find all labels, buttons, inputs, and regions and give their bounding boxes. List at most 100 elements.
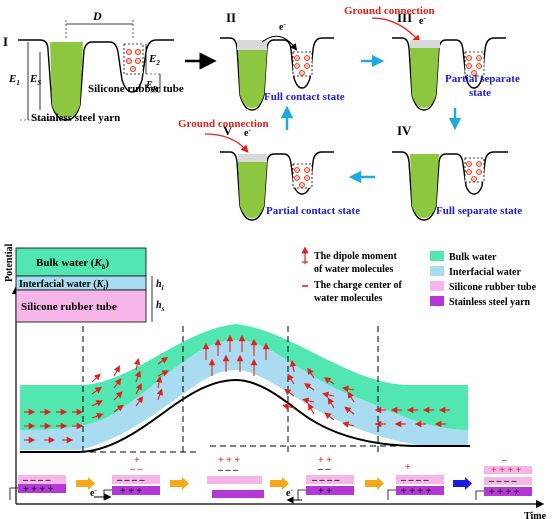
orange-arrow-3 bbox=[270, 480, 282, 487]
svg-text:+ +: + + bbox=[318, 455, 332, 466]
dipole-arrow bbox=[113, 378, 122, 389]
dipole-arrow bbox=[113, 404, 124, 413]
y-axis-label: Potential bbox=[4, 243, 15, 282]
panel-I-yarn-label: Stainless steel yarn bbox=[31, 112, 120, 124]
dipole-arrow bbox=[347, 391, 355, 403]
legend-interfacial: Interfacial water bbox=[449, 267, 521, 278]
legend-charge-1: The charge center of bbox=[314, 280, 403, 291]
svg-text:– – – –: – – – – bbox=[116, 475, 146, 486]
svg-text:–: – bbox=[501, 455, 508, 466]
svg-text:+: + bbox=[405, 462, 411, 473]
orange-arrow-1 bbox=[76, 480, 88, 487]
panel-V: V Ground connection e- Partial contact s… bbox=[178, 118, 360, 221]
dipole-arrow bbox=[289, 359, 297, 373]
panel-IV-roman: IV bbox=[397, 123, 412, 138]
panel-I: I D E1 ES bbox=[3, 9, 184, 124]
svg-text:– – –: – – – bbox=[217, 465, 239, 476]
panel-I-E1: E1 bbox=[8, 73, 20, 87]
dipole-arrow bbox=[113, 365, 120, 377]
stack-4: + + – – – – – – + + e- bbox=[286, 455, 354, 504]
dipole-arrow bbox=[303, 382, 315, 391]
dipole-arrow bbox=[287, 373, 295, 385]
legend-swatch-silicone bbox=[430, 281, 444, 291]
electron-left: e- bbox=[90, 486, 97, 499]
legend-swatch-steel bbox=[430, 296, 444, 306]
panel-III: III Ground connection e- Partial separat… bbox=[344, 5, 520, 111]
potential-curve bbox=[20, 378, 470, 453]
panel-V-roman: V bbox=[223, 123, 233, 138]
dipole-arrow bbox=[133, 357, 141, 371]
dipole-arrow bbox=[91, 412, 104, 420]
svg-text:+ + + +: + + + + bbox=[401, 486, 432, 497]
svg-text:– – – –: – – – – bbox=[400, 475, 430, 486]
panel-III-roman: III bbox=[397, 10, 412, 25]
dipole-arrow bbox=[91, 373, 101, 383]
dipole-arrow bbox=[321, 391, 335, 399]
svg-text:+ +: + + bbox=[318, 486, 332, 497]
stack-1: – – – – + + + + bbox=[9, 475, 66, 500]
svg-text:+ + + +: + + + + bbox=[23, 484, 54, 495]
panel-V-electron: e- bbox=[244, 126, 251, 139]
dipole-arrow bbox=[327, 397, 335, 409]
panel-I-roman: I bbox=[3, 34, 8, 49]
panel-I-D: D bbox=[92, 9, 102, 23]
dipole-arrow bbox=[307, 367, 315, 379]
panel-II: II e- Full contact state bbox=[220, 10, 345, 111]
dipole-arrow bbox=[113, 391, 123, 401]
legend-dipole-2: of water molecules bbox=[314, 264, 393, 275]
dipole-arrow bbox=[308, 403, 315, 415]
dipole-arrow bbox=[324, 412, 335, 421]
interfacial-water-band bbox=[20, 340, 468, 450]
dipole-arrows bbox=[24, 334, 450, 444]
panel-III-state-2: state bbox=[469, 87, 491, 99]
svg-text:– – – –: – – – – bbox=[311, 475, 341, 486]
svg-text:+ + + +: + + + + bbox=[491, 465, 522, 476]
layer-interfacial: Interfacial water (Ki) bbox=[19, 279, 109, 292]
panel-IV: IV Full separate state bbox=[392, 123, 522, 221]
dipole-arrow bbox=[282, 403, 295, 410]
svg-text:– – – –: – – – – bbox=[22, 475, 52, 486]
legend-swatch-bulk bbox=[430, 251, 444, 261]
panel-II-state: Full contact state bbox=[264, 91, 345, 103]
panel-II-roman: II bbox=[226, 10, 236, 25]
svg-text:+: + bbox=[134, 455, 140, 466]
panel-I-tube-label: Silicone rubber tube bbox=[88, 83, 184, 95]
legend-steel: Stainless steel yarn bbox=[449, 297, 531, 308]
layer-bulk: Bulk water (Kb) bbox=[36, 257, 109, 271]
bulk-water-band bbox=[20, 324, 468, 430]
layer-silicone: Silicone rubber tube bbox=[21, 301, 117, 313]
dipole-arrow bbox=[342, 421, 355, 428]
svg-text:– –: – – bbox=[129, 464, 144, 475]
legend-bulk: Bulk water bbox=[449, 252, 497, 263]
panel-I-profile bbox=[18, 39, 174, 121]
dipole-arrow bbox=[91, 386, 102, 395]
svg-text:+ + +: + + + bbox=[120, 486, 142, 497]
panel-III-ground: Ground connection bbox=[344, 5, 435, 17]
panel-I-Es: ES bbox=[29, 73, 41, 87]
svg-text:+ + +: + + + bbox=[218, 455, 240, 466]
dipole-arrow bbox=[323, 377, 335, 385]
legend-silicone: Silicone rubber tube bbox=[449, 282, 537, 293]
panel-I-yarn bbox=[50, 42, 83, 118]
bottom-potential-diagram: Potential Time Bulk water (Kb) Interfaci… bbox=[4, 243, 547, 519]
stack-6: – + + + + – – – – + + + + bbox=[475, 455, 532, 500]
dipole-arrow bbox=[135, 396, 144, 407]
electron-right: e- bbox=[286, 486, 293, 499]
dipole-arrow bbox=[157, 356, 169, 365]
panel-III-electron: e- bbox=[419, 14, 426, 27]
orange-arrow-4 bbox=[365, 480, 377, 487]
stack-row: – – – – + + + + + – – – – – – + + + e- bbox=[9, 455, 532, 504]
dipole-arrow bbox=[91, 400, 103, 407]
blue-arrow-final bbox=[453, 480, 465, 487]
x-axis-label: Time bbox=[524, 511, 547, 519]
panel-I-tube-circles bbox=[126, 49, 141, 73]
panel-I-E2: E2 bbox=[148, 53, 160, 67]
h-s-label: hs bbox=[156, 300, 165, 313]
h-i-label: hi bbox=[156, 279, 164, 292]
dipole-arrow bbox=[156, 388, 163, 401]
stack-3: + + + – – – bbox=[207, 455, 264, 498]
panel-II-electron: e- bbox=[279, 20, 286, 33]
legend: The dipole moment of water molecules The… bbox=[301, 246, 537, 308]
svg-text:– – – –: – – – – bbox=[488, 476, 518, 487]
